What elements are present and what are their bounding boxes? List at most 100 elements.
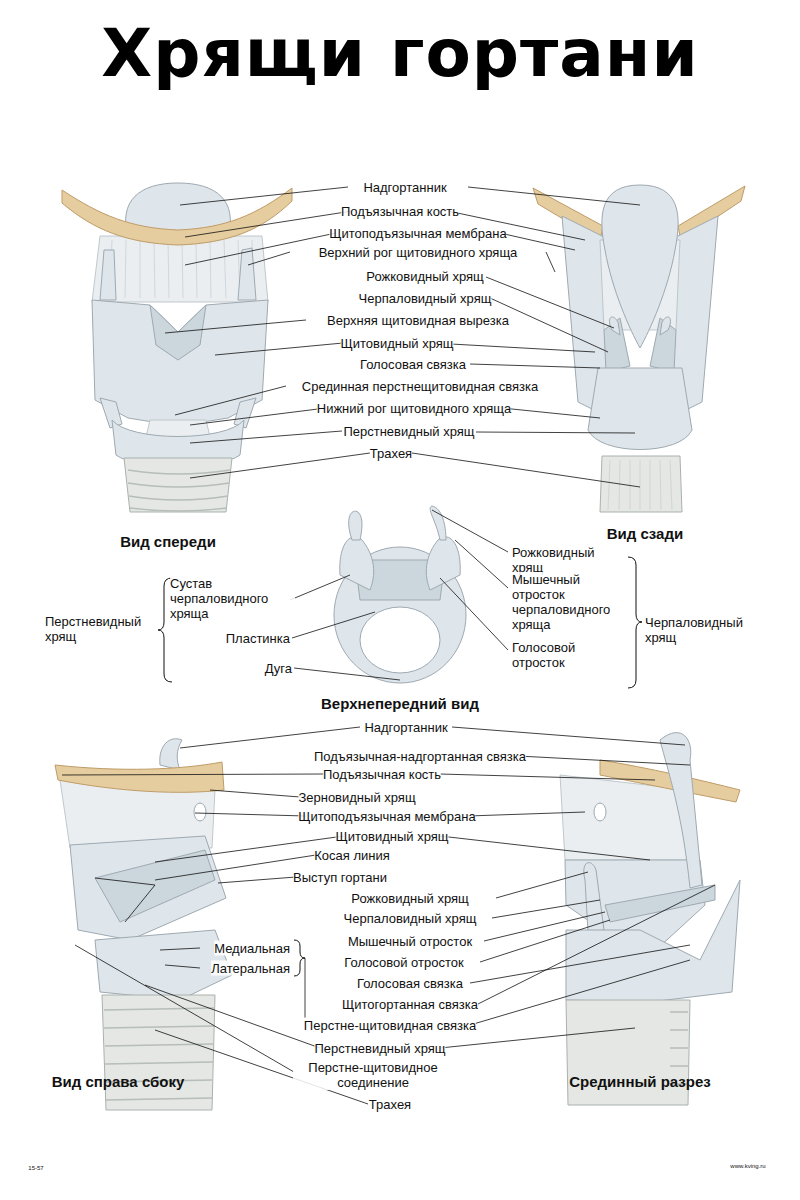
leader-lines-part [160, 948, 200, 968]
leader-lines-part [165, 320, 306, 333]
front-view-larynx-part [100, 398, 122, 428]
superior-view-cricoid-part [349, 511, 362, 540]
part-label: Щитовидный хрящ [341, 336, 454, 351]
leader-lines-part [190, 453, 640, 487]
back-view-larynx-part [610, 317, 620, 335]
front-view-larynx-part [150, 305, 206, 360]
part-label: Голосовая связка [357, 976, 463, 991]
part-label: Трахея [370, 446, 412, 461]
view-title: Вид справа сбоку [52, 1073, 185, 1090]
part-label: Перстне-щитовидное соединение [293, 1060, 453, 1090]
median-section-larynx-part [660, 733, 702, 888]
brackets-part [294, 940, 305, 976]
poster-title: Хрящи гортани [0, 14, 800, 94]
leader-lines-part [492, 900, 600, 918]
leader-lines-part [290, 575, 350, 600]
leader-lines-part [432, 510, 508, 552]
leader-lines-part [95, 877, 296, 922]
back-view-larynx-part [608, 460, 672, 510]
back-view-larynx-part [660, 317, 670, 335]
lateral-view-larynx-part [194, 803, 206, 821]
part-label: Голосовая связка [360, 357, 466, 372]
median-section-larynx-part [594, 803, 606, 821]
part-label: Черпаловидный хрящ [344, 911, 477, 926]
part-label: Выступ гортани [293, 870, 387, 885]
superior-view-cricoid [334, 506, 466, 683]
part-label: Перстне-щитовидная связка [304, 1018, 476, 1033]
leader-lines-part [518, 756, 690, 765]
part-label: Сустав черпаловидного хряща [170, 576, 295, 621]
leader-lines-part [470, 364, 600, 368]
part-label: Надгортанник [364, 720, 447, 735]
lateral-view-larynx-part [102, 995, 215, 1110]
front-view-larynx-part [234, 398, 256, 428]
brackets [158, 557, 642, 1018]
front-view-larynx-part [100, 250, 116, 300]
leader-lines-part [470, 945, 690, 983]
part-label: Черпаловидный хрящ [359, 291, 492, 306]
median-section-larynx-part [584, 863, 604, 932]
footer-note: 15-57 [28, 1164, 43, 1172]
leader-lines-part [484, 912, 605, 941]
front-view-larynx [62, 183, 292, 512]
part-label: Черпаловидный хрящ [645, 615, 765, 645]
part-label: Щитоподъязычная мембрана [329, 226, 506, 241]
front-view-larynx-part [128, 470, 230, 511]
part-label: Дуга [265, 661, 292, 676]
median-section-larynx [560, 733, 740, 1105]
part-label: Латеральная [211, 961, 290, 976]
leader-lines-part [455, 540, 508, 588]
part-label: Рожковидный хрящ [512, 545, 617, 575]
part-label: Голосовой отросток [344, 955, 463, 970]
part-label: Щитогортанная связка [342, 997, 478, 1012]
part-label: Рожковидный хрящ [366, 269, 483, 284]
part-label: Щитовидный хрящ [336, 829, 449, 844]
part-label: Срединная перстнещитовидная связка [302, 379, 538, 394]
leader-lines-part [496, 872, 588, 898]
part-label: Подъязычная кость [341, 204, 459, 219]
back-view-larynx [533, 185, 745, 512]
median-section-larynx-part [566, 880, 740, 1002]
leader-lines-part [470, 960, 690, 1025]
front-view-larynx-part [124, 458, 232, 512]
part-label: Рожковидный хрящ [351, 891, 468, 906]
part-label: Медиальная [214, 941, 290, 956]
leader-lines-part [75, 945, 294, 1072]
median-section-larynx-part [605, 885, 715, 922]
leader-lines [62, 187, 715, 1104]
part-label: Верхняя щитовидная вырезка [327, 313, 509, 328]
leader-lines-part [175, 386, 286, 415]
leader-lines-part [440, 578, 508, 650]
lateral-view-larynx-part [160, 739, 182, 770]
part-label: Голосовой отросток [512, 640, 607, 670]
brackets-part [305, 958, 306, 1018]
leader-lines-part [292, 612, 375, 638]
superior-view-cricoid-part [426, 537, 460, 590]
brackets-part [628, 557, 642, 688]
front-view-larynx-part [238, 248, 256, 300]
back-view-larynx-part [600, 456, 682, 512]
part-label: Перстневидный хрящ [314, 1041, 445, 1056]
superior-view-cricoid-part [340, 537, 374, 590]
part-label: Трахея [369, 1097, 411, 1112]
part-label: Верхний рог щитовидного хряща [319, 245, 518, 260]
part-label: Подъязычная кость [323, 767, 441, 782]
lateral-view-larynx [55, 739, 232, 1110]
superior-view-cricoid-part [360, 607, 440, 673]
leader-lines-part [155, 855, 316, 880]
part-label: Мышечный отросток черпаловидного хряща [512, 572, 624, 632]
part-label: Зерновидный хрящ [298, 790, 415, 805]
front-view-larynx-part [110, 240, 254, 298]
leader-lines-part [294, 668, 400, 680]
part-label: Перстневидный хрящ [45, 614, 155, 644]
view-title: Вид сзади [607, 525, 683, 542]
part-label: Мышечный отросток [348, 934, 472, 949]
back-view-larynx-part [602, 185, 678, 348]
leader-lines-part [478, 885, 715, 1004]
view-title: Срединный разрез [569, 1073, 711, 1090]
part-label: Перстневидный хрящ [343, 424, 474, 439]
leader-lines-part [210, 790, 300, 797]
part-label: Щитоподъязычная мембрана [298, 809, 475, 824]
part-label: Надгортанник [363, 180, 446, 195]
